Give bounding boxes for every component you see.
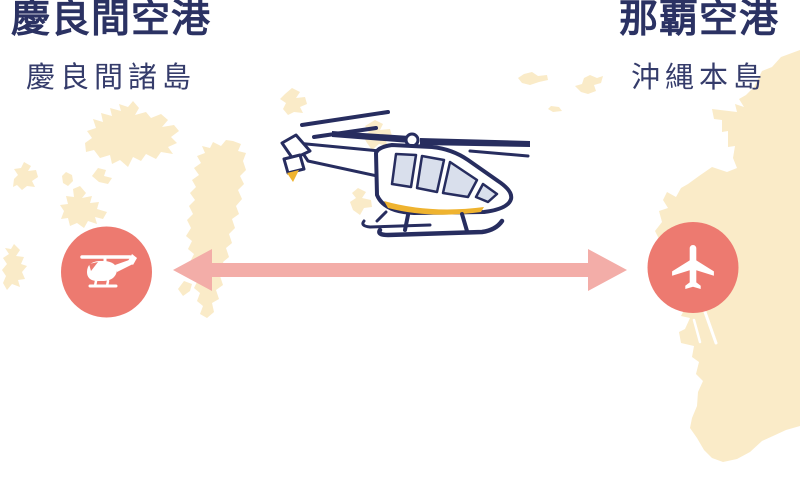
naha-runway-marks (692, 310, 718, 345)
naha-airport-marker (647, 222, 739, 313)
mid-island-c (350, 188, 372, 215)
helicopter-icon-window (89, 262, 98, 271)
mid-island-a (280, 88, 307, 115)
tail-fin-lower (282, 153, 306, 175)
tokashiki-island (186, 140, 246, 318)
naha-airport-name: 那覇空港 (618, 0, 779, 41)
route-arrow (173, 249, 627, 291)
kerama-island-mid (60, 186, 107, 228)
kerama-label-group: 慶良間空港 慶良間諸島 (0, 0, 222, 96)
upper-islet (548, 106, 562, 112)
naha-label-group: 那覇空港 沖縄本島 (598, 0, 800, 96)
tail-fin-upper (280, 133, 312, 161)
kerama-area-name: 慶良間諸島 (25, 61, 196, 94)
helicopter-icon (80, 254, 137, 288)
belly-stripe (384, 201, 484, 215)
upper-island-b (575, 75, 603, 94)
helicopter-illustration (280, 110, 530, 238)
kerama-island-large (85, 101, 179, 167)
kerama-island-fragment (92, 168, 112, 184)
kerama-airport-marker (61, 226, 152, 318)
kerama-airport-name: 慶良間空港 (10, 0, 211, 41)
upper-island-a (518, 72, 548, 85)
kerama-island-west (13, 162, 38, 190)
tokashiki-islet (178, 281, 192, 296)
airplane-icon (672, 245, 714, 289)
tail-accent (287, 170, 299, 182)
kerama-island-southwest (2, 244, 27, 290)
landing-skids (361, 210, 505, 238)
naha-area-name: 沖縄本島 (630, 61, 767, 94)
kerama-islet (62, 172, 73, 186)
cockpit-windows (390, 152, 499, 204)
